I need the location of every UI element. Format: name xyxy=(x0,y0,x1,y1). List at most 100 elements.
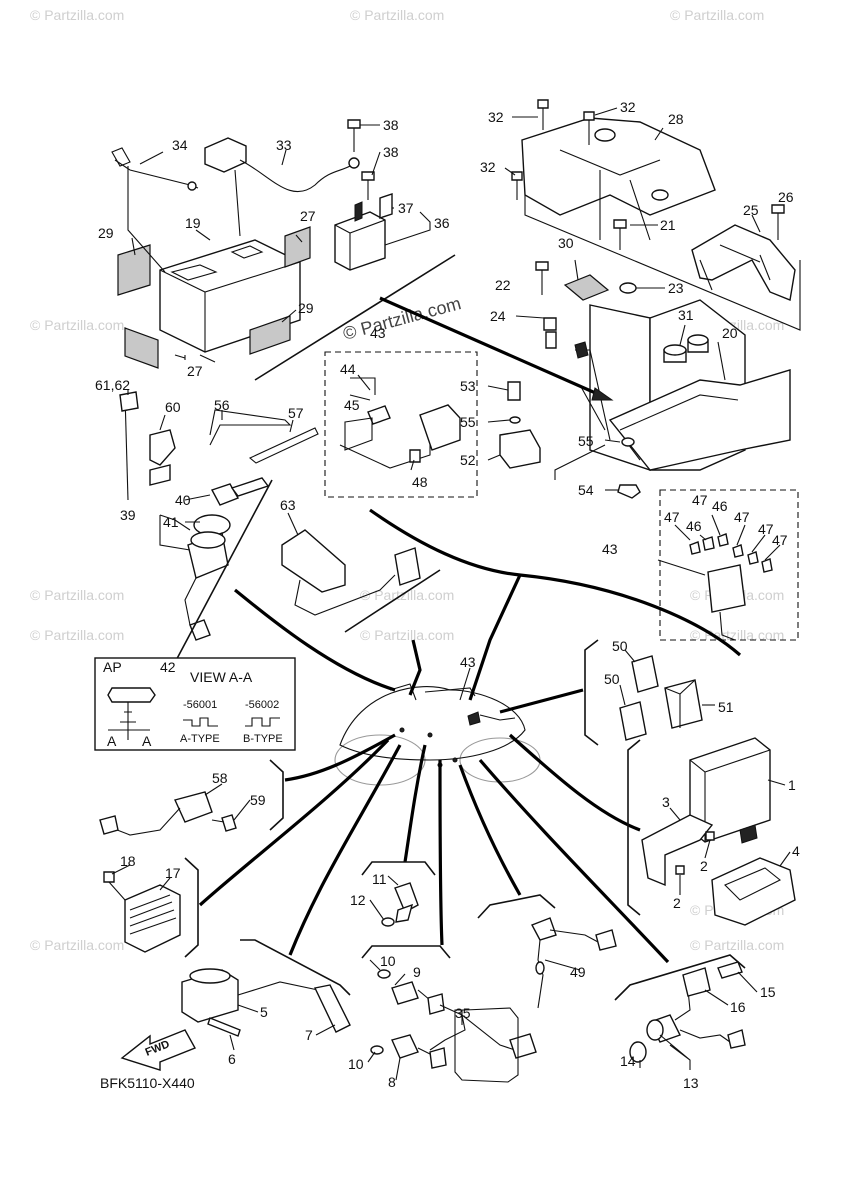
o-ring-14[interactable] xyxy=(629,1041,647,1063)
light-group xyxy=(281,529,441,633)
starter-relay-36[interactable] xyxy=(334,211,386,271)
washer-55[interactable] xyxy=(621,437,635,447)
callout-2: 2 xyxy=(673,895,681,911)
callout-22: 22 xyxy=(495,277,511,293)
battery-pad-29[interactable] xyxy=(117,244,151,296)
bolt-32[interactable] xyxy=(583,111,595,121)
fuse-box-frame xyxy=(659,489,799,641)
callout-29: 29 xyxy=(298,300,314,316)
callout-56: 56 xyxy=(214,397,230,413)
forward-arrow: FWD xyxy=(120,1029,196,1071)
bolt-38[interactable] xyxy=(361,171,375,181)
key-view-code1: -56001 xyxy=(183,699,217,711)
watermark-text: © Partzilla.com xyxy=(690,627,784,643)
sensor-49[interactable] xyxy=(531,917,557,941)
callout-15: 15 xyxy=(760,984,776,1000)
cable-tie-57[interactable] xyxy=(248,427,319,464)
callout-49: 49 xyxy=(570,964,586,980)
callout-2: 2 xyxy=(700,858,708,874)
fuse-47[interactable] xyxy=(689,541,701,555)
bolt-6[interactable] xyxy=(207,1017,241,1037)
washer-55[interactable] xyxy=(509,416,521,424)
clamp-60[interactable] xyxy=(149,429,176,466)
watermark-text: © Partzilla.com xyxy=(670,7,764,23)
light-63[interactable] xyxy=(281,529,346,593)
bolt-32[interactable] xyxy=(537,99,549,109)
callout-46: 46 xyxy=(712,498,728,514)
callout-45: 45 xyxy=(344,397,360,413)
bolt-26[interactable] xyxy=(771,204,785,214)
bolt-32[interactable] xyxy=(511,171,523,181)
key-view-ap: AP xyxy=(103,659,122,675)
harness-48[interactable] xyxy=(409,449,421,463)
collar-24[interactable] xyxy=(543,317,557,331)
harness-detail-43 xyxy=(324,351,478,498)
fuse-box-detail-43 xyxy=(659,489,799,641)
bolt-38[interactable] xyxy=(347,119,361,129)
callout-23: 23 xyxy=(668,280,684,296)
battery-pad-29[interactable] xyxy=(249,315,291,355)
gasket-10[interactable] xyxy=(370,1045,384,1055)
harness-35[interactable] xyxy=(509,1033,537,1059)
clamp-16[interactable] xyxy=(682,967,711,997)
bolt-18[interactable] xyxy=(103,871,115,883)
callout-numbers: 38 38 34 33 37 36 19 27 29 29 27 32 32 3… xyxy=(95,99,800,1091)
callout-5: 5 xyxy=(260,1004,268,1020)
key-42[interactable] xyxy=(107,687,156,703)
bolt-15[interactable] xyxy=(717,961,743,979)
fuse-47[interactable] xyxy=(761,558,773,573)
relay-51[interactable] xyxy=(664,679,703,729)
callout-40: 40 xyxy=(175,492,191,508)
cable-tie-61-62[interactable] xyxy=(124,394,129,501)
callout-31: 31 xyxy=(678,307,694,323)
screw-2[interactable] xyxy=(705,831,715,841)
battery[interactable] xyxy=(159,239,301,353)
harness-connector-43[interactable] xyxy=(419,404,461,451)
fuse-37[interactable] xyxy=(379,193,393,219)
bracket-28[interactable] xyxy=(521,117,716,216)
callout-8: 8 xyxy=(388,1074,396,1090)
bolt-21[interactable] xyxy=(613,219,627,229)
nut-54[interactable] xyxy=(617,484,641,499)
callout-47: 47 xyxy=(758,521,774,537)
bolt-22[interactable] xyxy=(535,261,549,271)
fuse-47[interactable] xyxy=(732,544,744,558)
relay-50[interactable] xyxy=(631,655,659,693)
plug-cap-7[interactable] xyxy=(313,984,351,1033)
callout-30: 30 xyxy=(558,235,574,251)
holder-25[interactable] xyxy=(691,224,796,301)
ignition-coil-group xyxy=(181,939,351,1037)
harness-44[interactable] xyxy=(367,405,391,425)
fuse-47[interactable] xyxy=(747,551,759,565)
relay-50[interactable] xyxy=(619,701,647,741)
callout-13: 13 xyxy=(683,1075,699,1091)
washer-23[interactable] xyxy=(619,282,637,294)
battery-pad-27[interactable] xyxy=(124,327,159,369)
band-56[interactable] xyxy=(209,409,292,446)
fuse-47[interactable] xyxy=(717,533,729,547)
sensor-58[interactable] xyxy=(174,791,213,823)
gasket-10[interactable] xyxy=(377,969,391,979)
regulator-17[interactable] xyxy=(124,884,181,953)
switch-9[interactable] xyxy=(391,981,419,1005)
drawing-code: BFK5110-X440 xyxy=(100,1075,195,1091)
callout-14: 14 xyxy=(620,1053,636,1069)
switch-8[interactable] xyxy=(391,1034,419,1059)
key-section-a: A xyxy=(107,733,117,749)
sensor-58-group xyxy=(99,759,284,836)
key-40[interactable] xyxy=(210,483,240,506)
pad-30[interactable] xyxy=(563,274,610,301)
callout-32: 32 xyxy=(488,109,504,125)
gasket-12[interactable] xyxy=(381,917,395,927)
screw-2[interactable] xyxy=(675,865,685,875)
bracket-52[interactable] xyxy=(499,429,541,469)
bracket-3[interactable] xyxy=(641,814,714,887)
bolt-59[interactable] xyxy=(221,814,237,832)
fuse-box-43[interactable] xyxy=(707,564,746,613)
watermark-text: © Partzilla.com xyxy=(30,627,124,643)
screw-53[interactable] xyxy=(507,381,521,401)
battery-pad-27[interactable] xyxy=(284,226,311,268)
callout-55: 55 xyxy=(578,433,594,449)
starter-cable-33[interactable] xyxy=(204,137,247,173)
key-view-code2: -56002 xyxy=(245,699,279,711)
